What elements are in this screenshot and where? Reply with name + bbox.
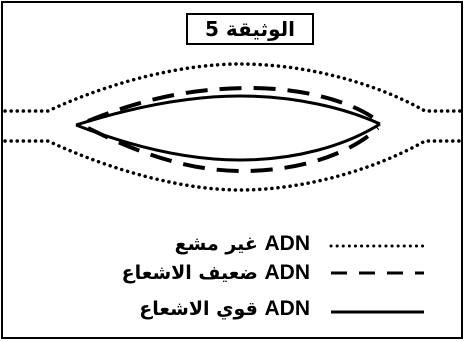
dna-strand-weak-top bbox=[87, 85, 380, 123]
legend-label-nonradioactive: ADN غير مشع bbox=[175, 232, 310, 256]
legend-term: ADN bbox=[264, 297, 311, 320]
document-title: الوثيقة 5 bbox=[186, 13, 314, 45]
legend-desc: ضعيف الاشعاع bbox=[121, 262, 258, 284]
dna-strand-strong-bottom bbox=[75, 122, 381, 162]
document-title-text: الوثيقة 5 bbox=[205, 17, 295, 41]
dna-strand-nonradioactive-top bbox=[3, 62, 464, 113]
legend-term: ADN bbox=[264, 261, 311, 284]
legend-label-strong: ADN قوي الاشعاع bbox=[139, 297, 310, 321]
legend-desc: قوي الاشعاع bbox=[139, 298, 258, 320]
legend-term: ADN bbox=[264, 232, 311, 255]
dna-strand-nonradioactive-bottom bbox=[3, 139, 464, 192]
legend-desc: غير مشع bbox=[174, 233, 258, 255]
dna-strand-weak-bottom bbox=[87, 126, 380, 174]
legend-label-weak: ADN ضعيف الاشعاع bbox=[122, 261, 310, 285]
dna-strand-strong-top bbox=[75, 94, 381, 127]
